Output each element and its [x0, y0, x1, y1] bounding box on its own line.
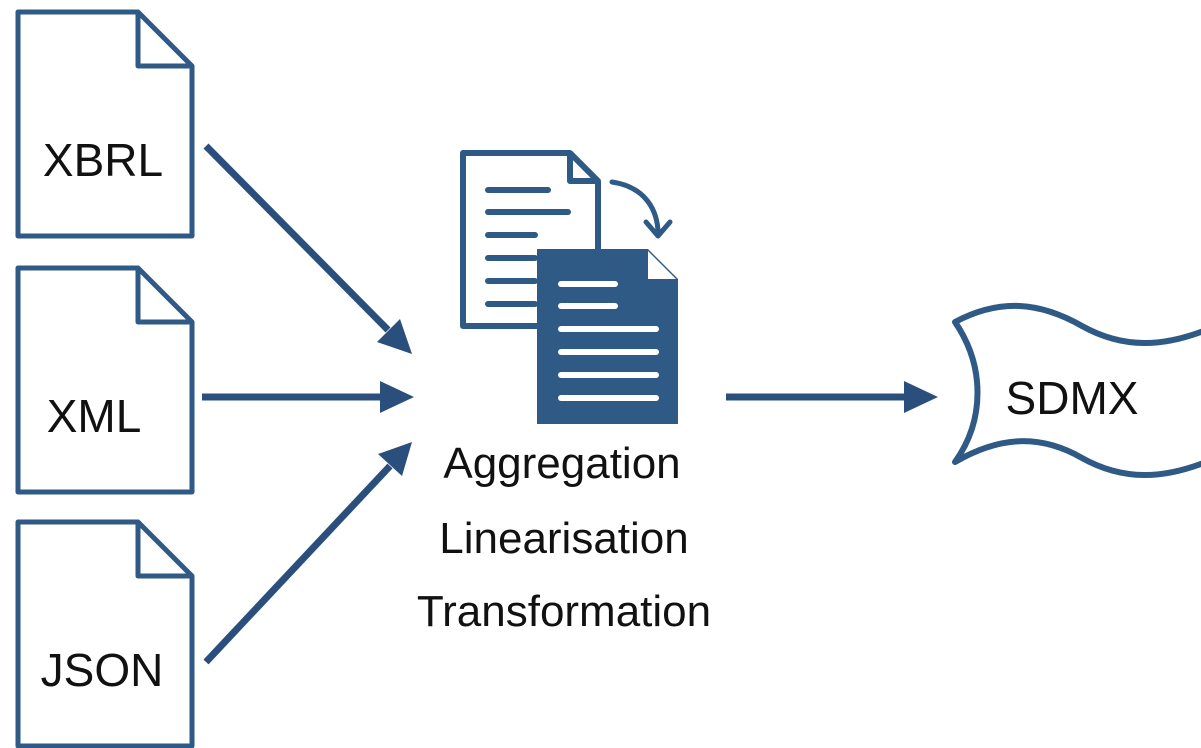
curved-arrow-icon — [609, 179, 673, 239]
arrow-head-icon — [378, 442, 412, 476]
arrow-head-icon — [377, 319, 412, 354]
arrow-json-to-process — [203, 442, 412, 665]
process-steps: Aggregation Linearisation Transformation — [417, 439, 711, 636]
input-label-xml: XML — [47, 390, 142, 442]
document-icon — [15, 9, 195, 239]
process-step-linearisation: Linearisation — [439, 514, 689, 563]
arrow-process-to-output — [726, 381, 938, 413]
process-step-transformation: Transformation — [417, 587, 711, 636]
arrow-xbrl-to-process — [203, 143, 412, 354]
wavy-banner-icon — [952, 303, 1201, 478]
input-document-xbrl: XBRL — [15, 9, 195, 239]
output-label-sdmx: SDMX — [1006, 372, 1139, 424]
page-fold — [135, 522, 192, 579]
input-document-json: JSON — [15, 519, 195, 748]
document-icon — [15, 519, 195, 748]
process-step-aggregation: Aggregation — [443, 439, 680, 488]
arrow-head-icon — [904, 381, 938, 413]
arrow-xml-to-process — [202, 381, 414, 413]
input-label-xbrl: XBRL — [43, 134, 163, 186]
document-transform-icon — [460, 150, 678, 424]
page-fold — [135, 268, 192, 325]
input-document-xml: XML — [15, 265, 195, 495]
input-label-json: JSON — [41, 644, 164, 696]
result-document-icon — [537, 249, 678, 424]
arrow-head-icon — [380, 381, 414, 413]
page-fold — [135, 12, 192, 69]
document-icon — [15, 265, 195, 495]
output-sdmx: SDMX — [952, 303, 1201, 478]
